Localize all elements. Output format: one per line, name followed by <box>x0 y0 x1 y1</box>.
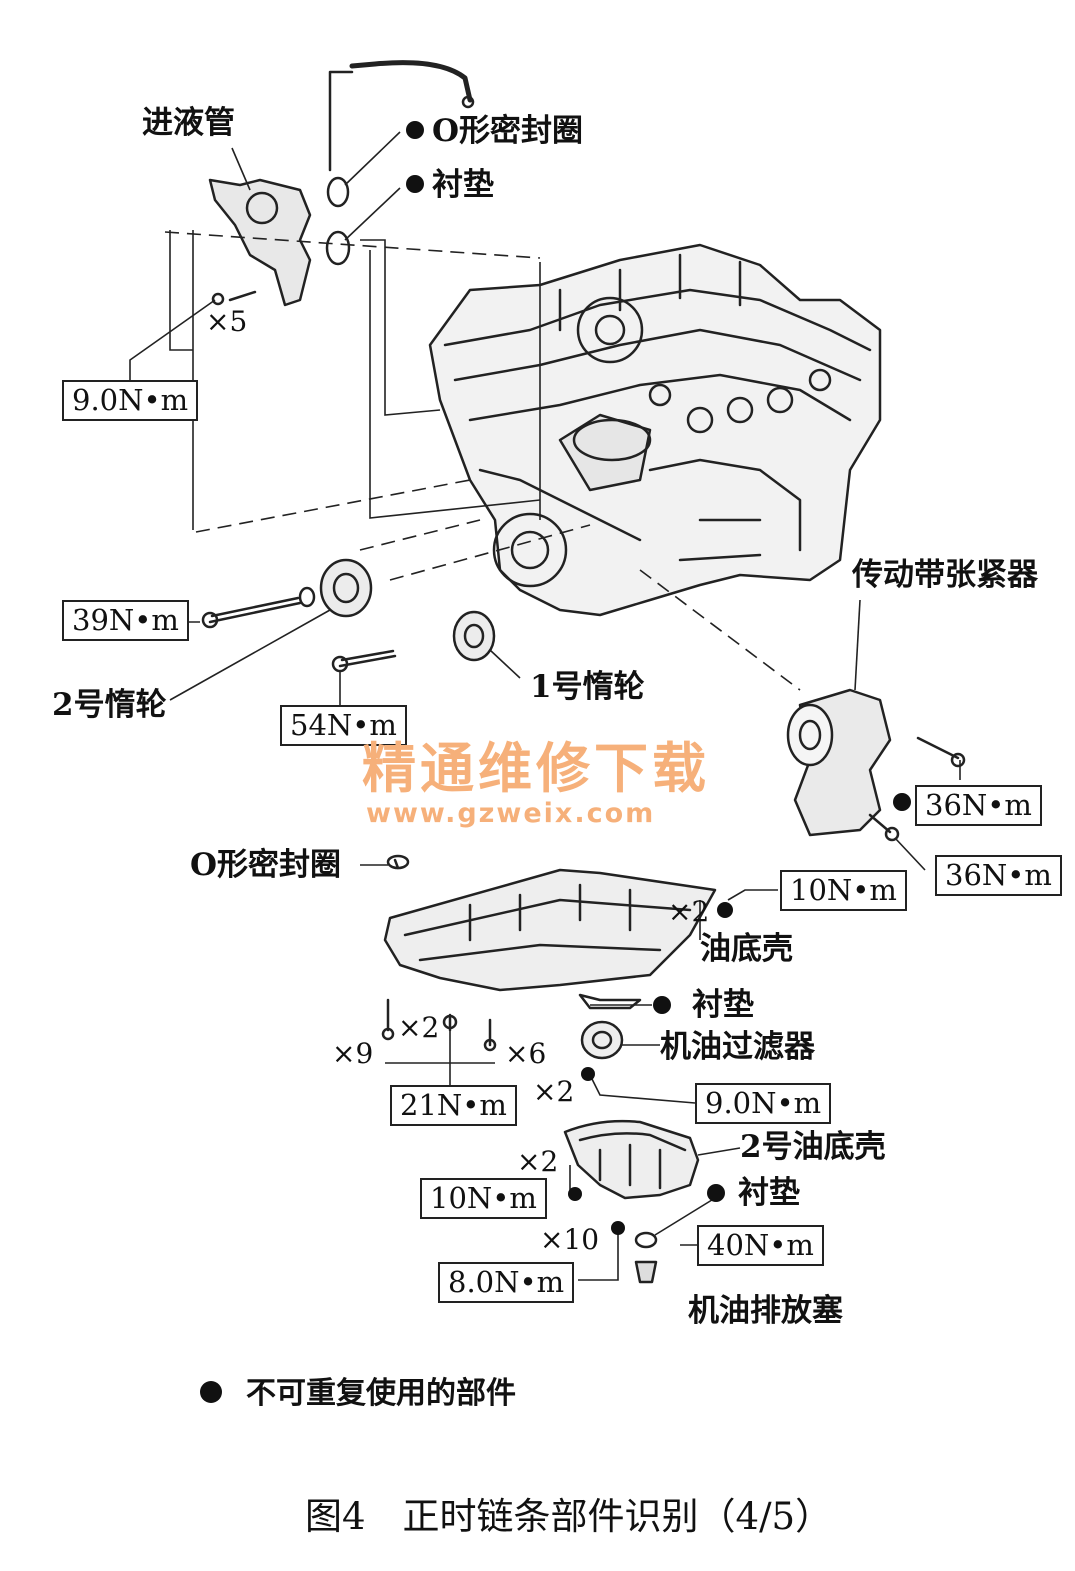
legend-bullet-icon <box>200 1381 222 1403</box>
torque-filter: 9.0N•m <box>695 1083 832 1124</box>
engine-assembly <box>428 243 882 617</box>
multiplier-pan-a: ×9 <box>332 1037 374 1070</box>
torque-pan-2-bolts: 8.0N•m <box>438 1262 575 1303</box>
torque-idler-1: 54N•m <box>280 705 407 746</box>
inlet-pipe-part <box>208 60 475 307</box>
multiplier-pan-c: ×6 <box>505 1037 547 1070</box>
label-drain-plug: 机油排放塞 <box>688 1293 843 1329</box>
label-o-ring-pan: O形密封圈 <box>190 847 342 883</box>
label-o-ring-top-text: O形密封圈 <box>432 113 584 149</box>
label-oil-pan-2: 2号油底壳 <box>740 1129 886 1165</box>
watermark-title: 精通维修下载 <box>362 737 710 800</box>
leader-lines <box>129 131 961 1281</box>
label-gasket-top-text: 衬垫 <box>432 167 494 203</box>
multiplier-pan-2-bolts: ×10 <box>540 1223 600 1256</box>
label-oil-filter: 机油过滤器 <box>660 1029 815 1065</box>
label-inlet-pipe: 进液管 <box>142 105 235 141</box>
torque-idler-2: 39N•m <box>62 600 189 641</box>
label-idler-1: 1号惰轮 <box>530 669 645 705</box>
label-belt-tensioner: 传动带张紧器 <box>852 557 1038 593</box>
idler-pulleys <box>201 558 496 673</box>
multiplier-pan-side: ×2 <box>668 895 710 928</box>
torque-tensioner-a: 36N•m <box>915 785 1042 826</box>
label-oil-pan: 油底壳 <box>700 931 793 967</box>
label-gasket-pan: 衬垫 <box>692 987 754 1023</box>
torque-pan-side: 10N•m <box>780 870 907 911</box>
multiplier-pan-2-side: ×2 <box>517 1145 559 1178</box>
torque-pan-2-side: 10N•m <box>420 1178 547 1219</box>
oil-pan-part <box>381 854 717 1060</box>
belt-tensioner-part <box>786 688 966 842</box>
legend: 不可重复使用的部件 <box>200 1368 516 1412</box>
label-gasket-top: 衬垫 <box>406 170 494 201</box>
multiplier-inlet: ×5 <box>206 305 248 338</box>
label-o-ring-top: O形密封圈 <box>406 116 583 147</box>
oil-pan-2-part <box>563 1119 700 1284</box>
figure-caption: 图4 正时链条部件识别（4/5） <box>305 1495 833 1538</box>
torque-inlet: 9.0N•m <box>62 380 199 421</box>
non-reusable-bullet-icon <box>406 174 424 193</box>
legend-text: 不可重复使用的部件 <box>246 1376 516 1411</box>
torque-pan-bottom: 21N•m <box>390 1085 517 1126</box>
label-gasket-drain: 衬垫 <box>738 1175 800 1211</box>
torque-drain: 40N•m <box>697 1225 824 1266</box>
label-idler-2: 2号惰轮 <box>52 687 167 723</box>
watermark-url: www.gzweix.com <box>366 798 656 829</box>
non-reusable-bullet-icon <box>406 120 424 139</box>
torque-tensioner-b: 36N•m <box>935 855 1062 896</box>
multiplier-filter: ×2 <box>533 1075 575 1108</box>
multiplier-pan-b: ×2 <box>398 1011 440 1044</box>
non-reusable-markers <box>568 793 911 1235</box>
